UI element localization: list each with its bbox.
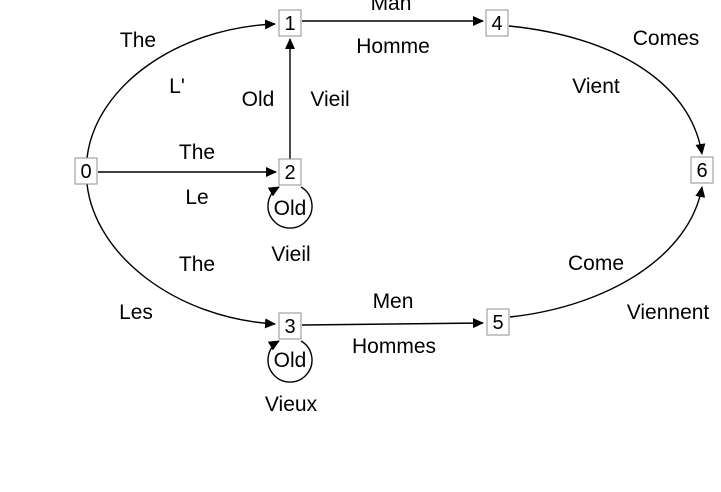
edge-2-2-label-inner: Old [274,197,307,220]
node-3: 3 [278,312,302,340]
edge-0-1-label-bottom: L' [169,75,185,98]
edge-3-3-label-inner: Old [274,349,307,372]
edge-3-3-self-loop [267,340,313,383]
edge-0-3-label-bottom: Les [119,301,153,324]
node-0: 0 [74,157,98,185]
edge-0-1 [86,19,276,159]
edge-1-4-label-bottom: Homme [356,35,430,58]
edge-3-5 [301,318,484,329]
edge-2-1-label-right: Vieil [310,88,349,111]
edge-2-1-label-left: Old [242,88,275,111]
node-2-label: 2 [284,162,295,184]
node-3-label: 3 [284,316,295,338]
edge-0-2-label-top: The [179,141,215,164]
edge-5-6-label-top: Come [568,252,624,275]
node-6: 6 [690,156,714,184]
node-4-label: 4 [491,13,502,35]
node-2: 2 [278,158,302,186]
edge-2-2-self-loop [267,186,313,229]
edge-5-6 [509,186,706,318]
node-1: 1 [278,9,302,37]
node-5-label: 5 [492,312,503,334]
edge-4-6-label-bottom: Vient [572,75,620,98]
edge-1-4-label-top: Man [371,0,412,15]
node-0-label: 0 [80,161,91,183]
node-5: 5 [486,308,510,336]
node-6-label: 6 [696,160,707,182]
node-4: 4 [485,9,509,37]
edge-0-3 [86,183,276,329]
edge-0-1-label-top: The [120,29,156,52]
edge-4-6-label-top: Comes [633,27,700,50]
node-1-label: 1 [284,13,295,35]
edge-5-6-label-bottom: Viennent [627,301,710,324]
edge-2-2-label-below: Vieil [271,243,310,266]
edge-3-5-label-top: Men [373,290,414,313]
edge-3-3-label-below: Vieux [265,393,318,416]
edge-4-6 [508,25,706,155]
edge-0-3-label-top: The [179,253,215,276]
edge-0-2-label-bottom: Le [185,186,208,209]
edge-3-5-label-bottom: Hommes [352,335,436,358]
